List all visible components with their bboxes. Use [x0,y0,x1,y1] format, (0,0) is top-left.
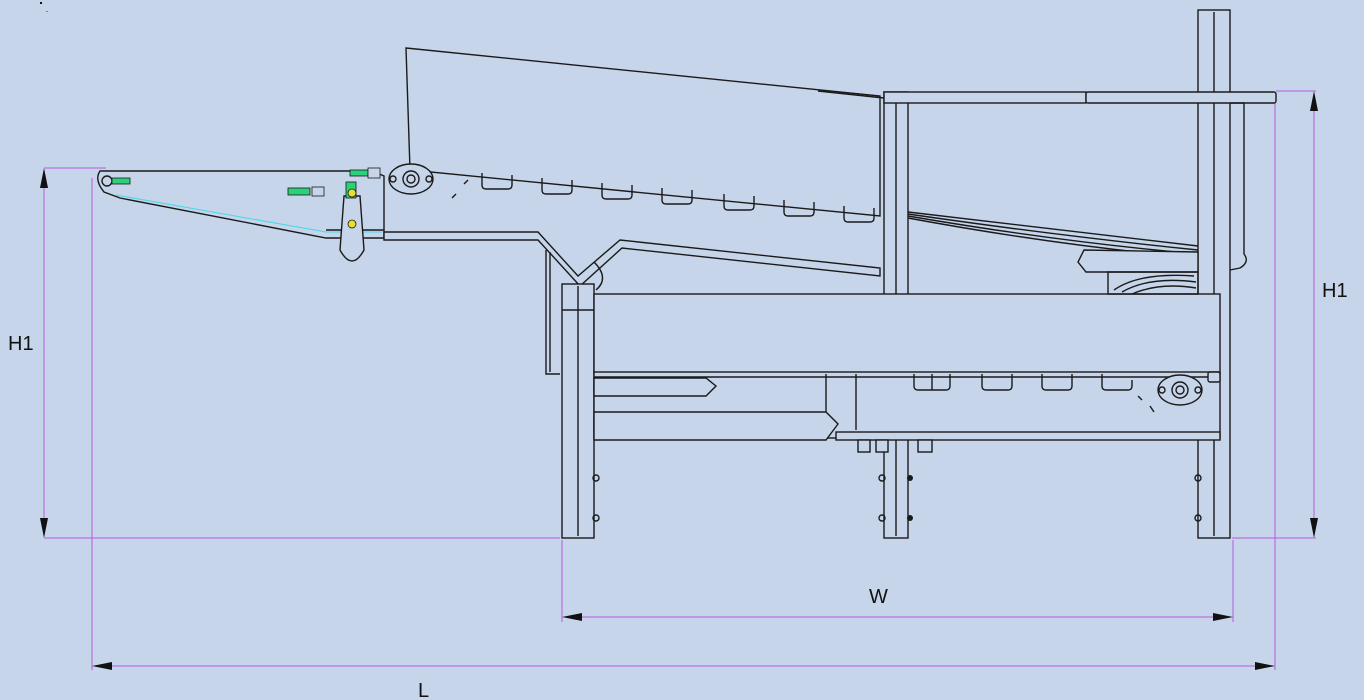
inclined-conveyor [388,47,885,223]
lower-flights [913,374,1133,391]
dimension-w [561,540,1234,622]
leg-bolts [592,474,1202,522]
w-label: W [869,586,888,608]
transfer-chute [383,231,881,375]
h1-left-label: H1 [8,333,34,355]
dimension-h1-right [1232,90,1318,539]
corner-marker [40,2,48,12]
l-label: L [418,680,429,700]
lower-conveyor [593,293,1221,453]
conveyor-flights [481,173,875,223]
h1-right-label: H1 [1322,280,1348,302]
feed-arm [97,167,385,262]
discharge-plates [907,211,1199,295]
dimension-l [91,96,1276,670]
dimension-h1-left [40,167,560,539]
fastener-assembly [111,167,381,197]
